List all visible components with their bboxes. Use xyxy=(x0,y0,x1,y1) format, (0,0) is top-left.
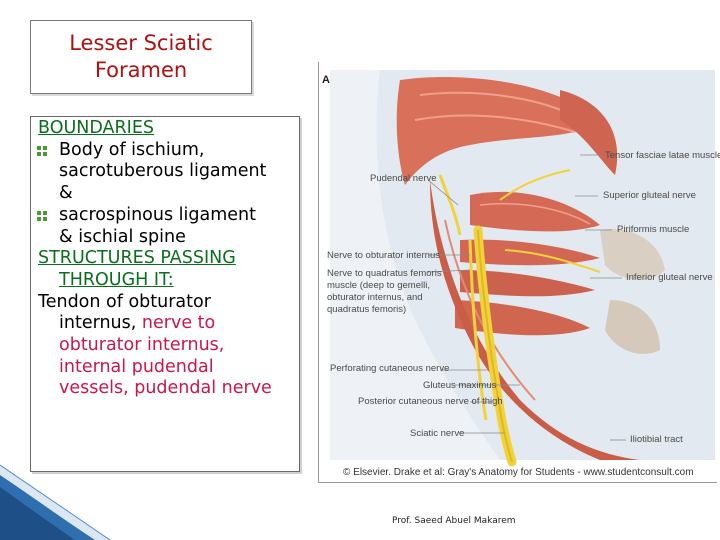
slide-title-line1: Lesser Sciatic xyxy=(69,31,213,55)
anatomy-figure xyxy=(318,62,717,483)
figure-panel-letter: A xyxy=(322,74,330,86)
bullet1-cont: sacrotuberous ligament xyxy=(59,161,267,182)
structures-line5: vessels, pudendal nerve xyxy=(59,378,272,399)
structures-line4: internal pudendal xyxy=(59,356,214,377)
structures-line1: Tendon of obturator xyxy=(38,291,211,312)
boundaries-heading: BOUNDARIES xyxy=(38,118,154,138)
structures-heading-2: THROUGH IT: xyxy=(59,269,174,290)
label-sup-gluteal: Superior gluteal nerve xyxy=(603,190,696,201)
content-text: BOUNDARIES Body of ischium, sacrotuberou… xyxy=(37,118,300,400)
label-inf-gluteal: Inferior gluteal nerve xyxy=(626,272,713,283)
label-pudendal: Pudendal nerve xyxy=(370,173,437,184)
bullet-icon xyxy=(37,210,47,221)
structures-line2-b: nerve to xyxy=(141,313,216,334)
bullet-icon xyxy=(37,145,47,156)
structures-line3: obturator internus, xyxy=(59,335,225,356)
label-iliotibial: Iliotibial tract xyxy=(630,434,683,445)
bullet2-cont: & ischial spine xyxy=(59,226,186,247)
label-post-cut: Posterior cutaneous nerve of thigh xyxy=(358,396,503,407)
label-tensor: Tensor fasciae latae muscle xyxy=(605,150,720,161)
bullet-item-2: sacrospinous ligament xyxy=(37,204,300,227)
label-n-quad-2: muscle (deep to gemelli, xyxy=(327,280,430,291)
bullet-item-1: Body of ischium, xyxy=(37,139,300,162)
label-perforating: Perforating cutaneous nerve xyxy=(330,363,450,374)
label-n-quad-1: Nerve to quadratus femoris xyxy=(327,268,442,279)
label-gluteus-max: Gluteus maximus xyxy=(423,380,497,391)
label-n-quad-4: quadratus femoris) xyxy=(327,304,407,315)
corner-swoosh-decoration xyxy=(0,464,111,540)
bullet2-text: sacrospinous ligament xyxy=(59,204,256,225)
bullet1-text: Body of ischium, xyxy=(59,139,205,160)
label-piriformis: Piriformis muscle xyxy=(617,224,690,235)
label-n-quad-3: obturator internus, and xyxy=(327,292,423,303)
bullet1-amp: & xyxy=(59,183,73,204)
footer-author: Prof. Saeed Abuel Makarem xyxy=(392,516,516,526)
structures-line2-a: internus, xyxy=(59,313,142,334)
slide-title-line2: Foramen xyxy=(94,58,188,82)
structures-heading-1: STRUCTURES PASSING xyxy=(38,248,236,269)
label-sciatic: Sciatic nerve xyxy=(410,428,465,439)
content-box xyxy=(30,116,300,472)
structures-line2: internus, nerve to xyxy=(38,313,300,335)
label-n-obt-int: Nerve to obturator internus xyxy=(327,250,441,261)
slide-title-box: Lesser Sciatic Foramen xyxy=(30,20,252,94)
figure-credit: © Elsevier. Drake et al: Gray's Anatomy … xyxy=(343,467,694,478)
